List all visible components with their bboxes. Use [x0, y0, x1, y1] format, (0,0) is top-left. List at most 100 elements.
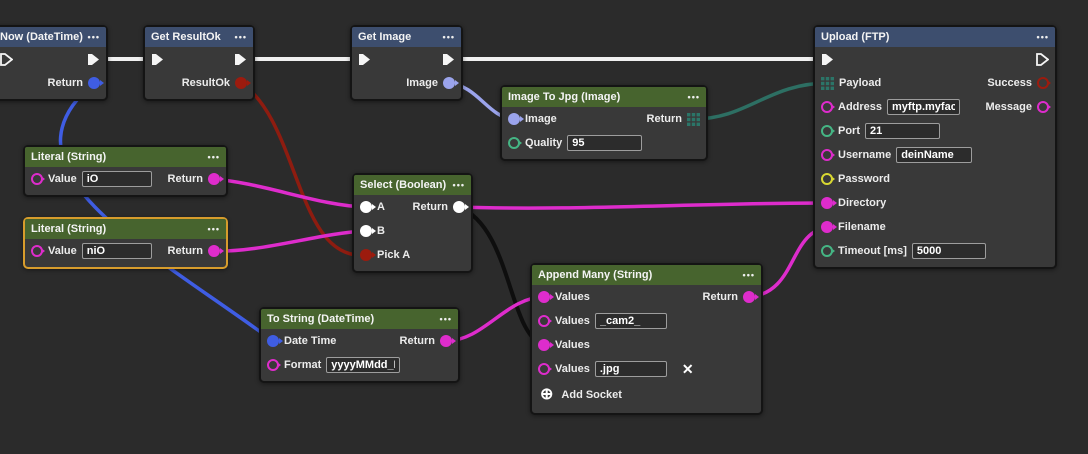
node-menu-icon[interactable]: ••• [207, 223, 220, 234]
node-menu-icon[interactable]: ••• [207, 151, 220, 162]
node-select-boolean[interactable]: Select (Boolean) ••• A Return B Pick A [352, 173, 473, 273]
value-input[interactable] [81, 171, 152, 187]
format-input[interactable] [326, 357, 401, 373]
exec-in-port[interactable] [821, 52, 834, 67]
node-header[interactable]: Now (DateTime) ••• [0, 27, 106, 47]
wire-imagetojpg-return-to-upload-payload[interactable] [693, 81, 830, 121]
node-header[interactable]: Literal (String) ••• [25, 147, 226, 167]
port-label-resultok: ResultOk [181, 77, 230, 89]
node-menu-icon[interactable]: ••• [687, 91, 700, 102]
node-get-resultok[interactable]: Get ResultOk ••• ResultOk [143, 25, 255, 101]
filename-port[interactable] [821, 221, 837, 233]
node-header[interactable]: Get ResultOk ••• [145, 27, 253, 47]
node-header[interactable]: To String (DateTime) ••• [261, 309, 458, 329]
values-4-port[interactable] [538, 363, 552, 375]
values-1-port[interactable] [538, 291, 554, 303]
node-header[interactable]: Literal (String) ••• [25, 219, 226, 239]
password-port[interactable] [821, 173, 835, 185]
a-port[interactable] [360, 201, 376, 213]
values-2-port[interactable] [538, 315, 552, 327]
node-menu-icon[interactable]: ••• [439, 313, 452, 324]
node-title: Append Many (String) [538, 269, 653, 281]
port-label-values-3: Values [555, 339, 590, 351]
port-label-password: Password [838, 173, 890, 185]
port-label-address: Address [838, 101, 883, 113]
node-menu-icon[interactable]: ••• [452, 179, 465, 190]
port-label-value: Value [48, 245, 77, 257]
delete-socket-icon[interactable]: ✕ [681, 361, 694, 377]
wire-literal-io-return-to-select-a[interactable] [210, 177, 367, 209]
node-header[interactable]: Get Image ••• [352, 27, 461, 47]
payload-port[interactable] [821, 76, 834, 90]
wire-literal-nio-return-to-select-b[interactable] [210, 229, 367, 253]
port-label-pick-a: Pick A [377, 249, 411, 261]
values-4-input[interactable] [594, 361, 667, 377]
node-menu-icon[interactable]: ••• [1036, 31, 1049, 42]
values-2-input[interactable] [594, 313, 667, 329]
return-port[interactable] [453, 201, 469, 213]
node-menu-icon[interactable]: ••• [442, 31, 455, 42]
exec-out-port[interactable] [442, 52, 455, 67]
quality-port[interactable] [508, 137, 522, 149]
node-get-image[interactable]: Get Image ••• Image [350, 25, 463, 101]
node-title: To String (DateTime) [267, 313, 375, 325]
return-port[interactable] [208, 173, 224, 185]
exec-in-port[interactable] [0, 52, 13, 67]
node-upload-ftp[interactable]: Upload (FTP) ••• Payload Success Address… [813, 25, 1057, 269]
add-socket-button[interactable]: ⊕ Add Socket [532, 381, 761, 409]
port-port[interactable] [821, 125, 835, 137]
node-menu-icon[interactable]: ••• [742, 269, 755, 280]
b-port[interactable] [360, 225, 376, 237]
success-port[interactable] [1037, 77, 1051, 89]
pick-a-port[interactable] [360, 249, 376, 261]
image-in-port[interactable] [508, 113, 524, 125]
return-port[interactable] [208, 245, 224, 257]
node-image-to-jpg[interactable]: Image To Jpg (Image) ••• Image Return Qu… [500, 85, 708, 161]
bytes-return-port[interactable] [687, 112, 700, 126]
wire-select-return-to-upload-directory[interactable] [458, 201, 830, 210]
return-port[interactable] [88, 77, 104, 89]
node-literal-string-nio[interactable]: Literal (String) ••• Value Return [23, 217, 228, 269]
image-out-port[interactable] [443, 77, 459, 89]
node-append-many-string[interactable]: Append Many (String) ••• Values Return V… [530, 263, 763, 415]
node-menu-icon[interactable]: ••• [87, 31, 100, 42]
node-header[interactable]: Select (Boolean) ••• [354, 175, 471, 195]
value-port[interactable] [31, 245, 45, 257]
directory-port[interactable] [821, 197, 837, 209]
node-header[interactable]: Upload (FTP) ••• [815, 27, 1055, 47]
exec-out-port[interactable] [87, 52, 100, 67]
exec-out-port[interactable] [234, 52, 247, 67]
node-literal-string-io[interactable]: Literal (String) ••• Value Return [23, 145, 228, 197]
value-input[interactable] [81, 243, 152, 259]
quality-input[interactable] [567, 135, 643, 151]
address-input[interactable] [887, 99, 961, 115]
resultok-port[interactable] [235, 77, 251, 89]
node-menu-icon[interactable]: ••• [234, 31, 247, 42]
port-label-format: Format [284, 359, 322, 371]
port-input[interactable] [865, 123, 940, 139]
return-port[interactable] [743, 291, 759, 303]
node-title: Get ResultOk [151, 31, 221, 43]
values-3-port[interactable] [538, 339, 554, 351]
exec-in-port[interactable] [151, 52, 164, 67]
node-header[interactable]: Image To Jpg (Image) ••• [502, 87, 706, 107]
exec-in-port[interactable] [358, 52, 371, 67]
return-port[interactable] [440, 335, 456, 347]
timeout-input[interactable] [911, 243, 986, 259]
format-port[interactable] [267, 359, 281, 371]
username-input[interactable] [896, 147, 973, 163]
node-to-string-datetime[interactable]: To String (DateTime) ••• Date Time Retur… [259, 307, 460, 383]
wire-now-return-to-tostring-datetime[interactable] [58, 81, 275, 343]
node-now-datetime[interactable]: Now (DateTime) ••• Return [0, 25, 108, 101]
message-port[interactable] [1037, 101, 1051, 113]
value-port[interactable] [31, 173, 45, 185]
address-port[interactable] [821, 101, 835, 113]
datetime-port[interactable] [267, 335, 283, 347]
timeout-port[interactable] [821, 245, 835, 257]
node-header[interactable]: Append Many (String) ••• [532, 265, 761, 285]
username-port[interactable] [821, 149, 835, 161]
exec-out-port[interactable] [1036, 52, 1049, 67]
port-label-value: Value [48, 173, 77, 185]
wire-resultok-to-select-picka[interactable] [240, 81, 367, 257]
